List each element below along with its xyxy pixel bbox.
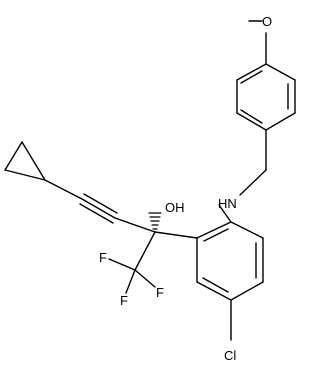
- bond-ringB-4: [196, 281, 232, 301]
- bond-ringB-6: [196, 221, 232, 239]
- atom-label-fluorine-3: F: [120, 293, 128, 308]
- bond-ringA-3: [265, 112, 296, 131]
- bond-ringB-double-3: [203, 228, 229, 242]
- bond-ringB-stereocenter: [154, 231, 198, 239]
- bond-c-f3: [125, 269, 136, 294]
- atom-label-hydroxyl: OH: [165, 200, 185, 215]
- bond-ringB-double-2: [202, 277, 229, 293]
- bond-n-ringB: [218, 204, 232, 223]
- bond-ringB-3: [230, 281, 264, 301]
- bond-stereocenter-alkyne: [114, 217, 156, 233]
- atom-label-methoxy-oxygen: O: [262, 14, 272, 29]
- bond-ringA-1: [265, 63, 296, 81]
- hashed-wedge-bond: [148, 212, 162, 230]
- atom-label-fluorine-2: F: [156, 285, 164, 300]
- bond-cyclopropyl-3: [21, 141, 46, 181]
- triple-bond: [79, 193, 118, 224]
- bond-cyclopropyl-1: [4, 169, 46, 181]
- bond-ch2-n: [239, 169, 267, 196]
- atom-label-fluorine-1: F: [99, 250, 107, 265]
- bond-ringA-6: [236, 63, 267, 81]
- atom-label-chlorine: Cl: [224, 348, 236, 363]
- bond-c-f1: [108, 258, 136, 271]
- bond-ringA-double-3: [240, 70, 263, 84]
- bond-ringA-double-2: [240, 109, 263, 124]
- bond-ringB-1: [230, 221, 264, 239]
- bond-cyclopropyl-2: [4, 141, 23, 171]
- molecule-drawing: O HN OH Cl F F F: [4, 14, 296, 363]
- bond-stereocenter-cf3: [134, 231, 156, 271]
- bond-alkyne-cyclopropyl: [44, 179, 83, 200]
- bond-ringA-4: [236, 112, 267, 131]
- atom-label-amine: HN: [218, 196, 237, 211]
- bond-c-f2: [134, 269, 156, 288]
- structure-diagram: O HN OH Cl F F F: [4, 14, 296, 363]
